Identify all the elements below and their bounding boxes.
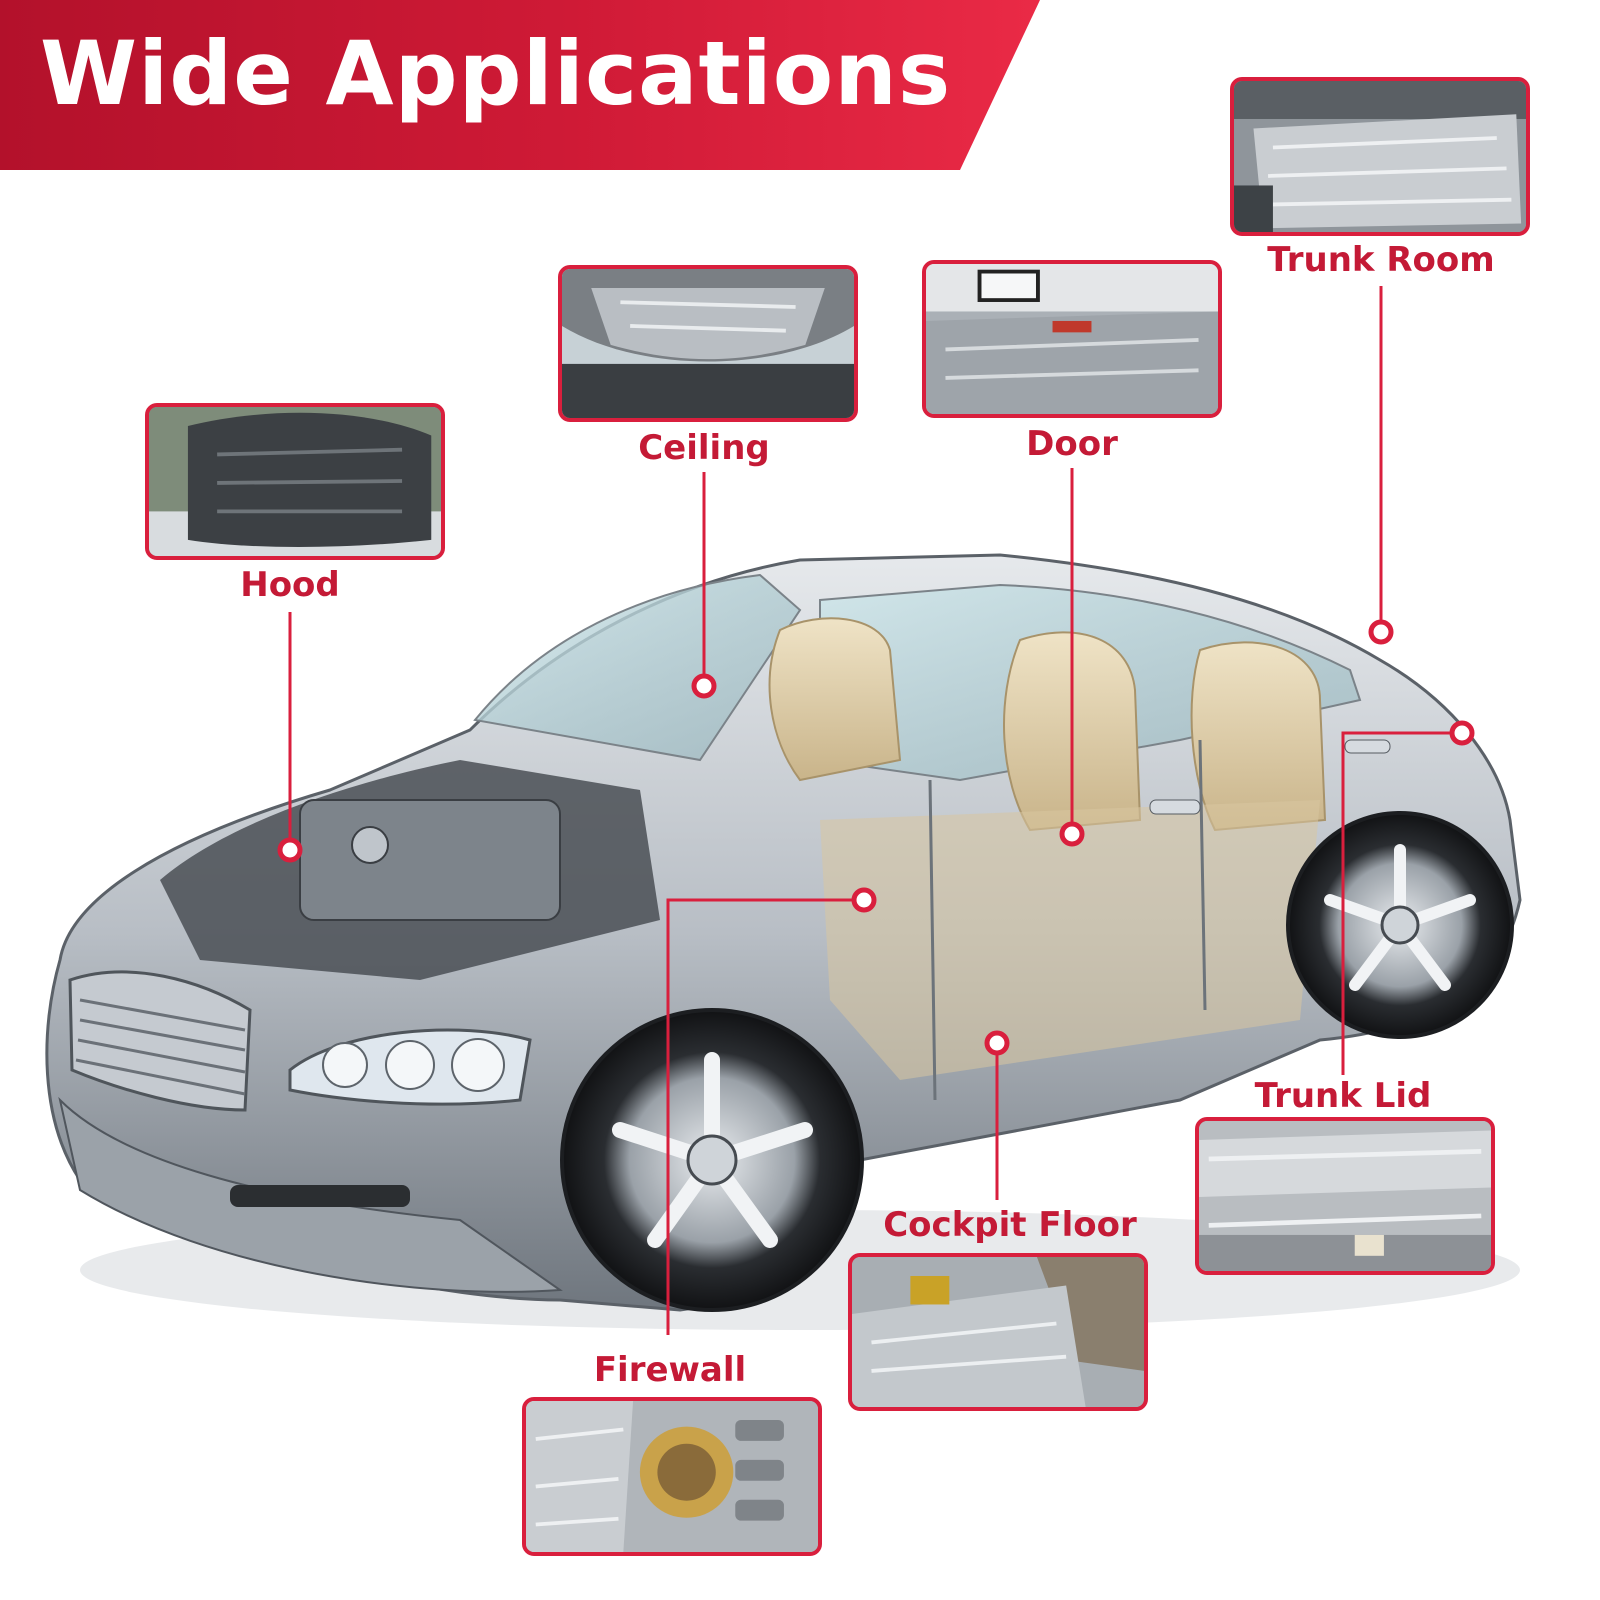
dot-ceiling (691, 673, 717, 699)
photo-door (922, 260, 1222, 418)
photo-trunk-lid (1195, 1117, 1495, 1275)
dot-cockpit-floor (984, 1030, 1010, 1056)
photo-trunk-room (1230, 77, 1530, 236)
label-firewall: Firewall (593, 1350, 747, 1390)
photo-ceiling (558, 265, 858, 422)
page-title: Wide Applications (40, 22, 952, 125)
dot-trunk-lid (1449, 720, 1475, 746)
photo-hood (145, 403, 445, 560)
windshield (473, 573, 802, 762)
dot-firewall (851, 887, 877, 913)
dot-door (1059, 821, 1085, 847)
photo-cockpit-floor (848, 1253, 1148, 1411)
engine-cap (351, 826, 389, 864)
front-seat (768, 617, 902, 782)
rear-seat (1190, 641, 1327, 832)
label-trunk-lid: Trunk Lid (1254, 1076, 1432, 1116)
front-bumper (58, 1096, 563, 1293)
label-hood: Hood (240, 565, 340, 605)
callout-lines (288, 286, 1462, 1335)
header-banner (0, 0, 1040, 170)
photo-firewall (522, 1397, 822, 1556)
dot-trunk-room (1368, 619, 1394, 645)
label-ceiling: Ceiling (638, 428, 770, 468)
callout-dots (277, 619, 1475, 1056)
label-cockpit-floor: Cockpit Floor (883, 1205, 1137, 1245)
cabin-floor (820, 800, 1320, 1080)
label-door: Door (1026, 424, 1118, 464)
dot-hood (277, 837, 303, 863)
engine-block (299, 799, 561, 921)
label-trunk-room: Trunk Room (1267, 240, 1495, 280)
